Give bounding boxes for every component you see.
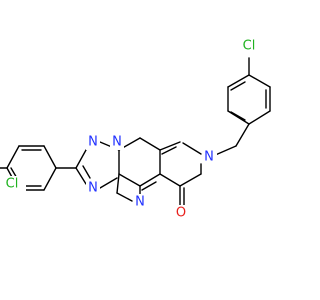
pyrimidine-nitrogen-atom: N [135,195,145,210]
pyridinone-ring [159,141,202,208]
chlorine-top-atom: Cl [243,39,256,54]
methylene-bond [235,123,250,147]
left-chlorophenyl-ring [6,145,77,191]
carbonyl-oxygen-atom: O [176,206,186,221]
triazole-nitrogen-atom-2: N [88,135,98,150]
molecule-canvas: Cl N O N N N N Cl [0,38,271,221]
triazole-nitrogen-atom-1: N [112,135,122,150]
pyridinone-nitrogen-atom: N [204,150,214,165]
top-chlorophenyl-ring [227,57,271,125]
pyrimidine-ring [116,137,161,202]
chlorine-left-atom: Cl [6,177,19,192]
structure-diagram: Cl N O N N N N Cl [0,38,271,221]
triazole-nitrogen-atom-3: N [88,181,98,196]
